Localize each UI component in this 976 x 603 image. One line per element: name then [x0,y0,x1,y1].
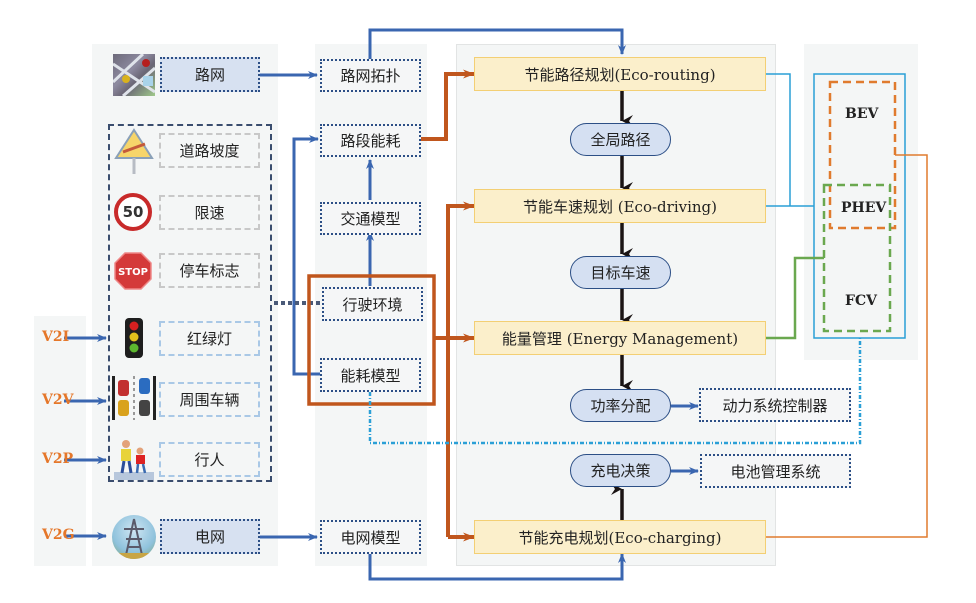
road-grade-node: 道路坡度 [159,133,260,168]
traffic-model-node: 交通模型 [320,202,421,235]
gridmodel-to-ecocharging [368,552,626,581]
bms-node: 电池管理系统 [700,454,851,488]
power-tower-icon [112,515,156,559]
ecorouting-to-vehicles [766,73,791,206]
segment-to-ecorouting [420,69,475,141]
energy-management-node: 能量管理 (Energy Management) [474,321,766,355]
v2i-label: V2I [42,329,70,345]
speed-limit-node: 限速 [159,195,260,230]
phev-label: PHEV [841,200,887,216]
traffic-light-node: 红绿灯 [159,321,260,356]
group-to-ecodriving [446,201,475,537]
road-network-node: 路网 [160,57,260,92]
surrounding-vehicles-icon [112,376,156,420]
stop-sign-text: STOP [118,267,148,278]
environment-sources-group [108,124,272,482]
surrounding-vehicles-node: 周围车辆 [159,382,260,417]
eco-routing-node: 节能路径规划(Eco-routing) [474,57,766,91]
v2v-label: V2V [42,392,74,408]
eco-charging-node: 节能充电规划(Eco-charging) [474,520,766,554]
v2x-panel [34,316,86,566]
v2p-label: V2P [42,451,74,467]
grid-model-node: 电网模型 [320,520,421,554]
target-speed-node: 目标车速 [570,256,671,289]
topology-to-ecorouting [368,28,626,61]
eco-driving-node: 节能车速规划 (Eco-driving) [474,189,766,223]
global-route-node: 全局路径 [570,123,671,156]
bev-label: BEV [845,106,879,122]
stop-sign-icon: STOP [114,252,152,290]
fcv-label: FCV [845,293,877,309]
powertrain-controller-node: 动力系统控制器 [699,388,851,422]
pedestrians-node: 行人 [159,442,260,477]
map-icon [113,54,155,96]
charge-decision-node: 充电决策 [570,454,671,487]
power-split-node: 功率分配 [570,389,671,422]
stop-sign-node: 停车标志 [159,253,260,288]
segment-energy-node: 路段能耗 [320,124,421,157]
bev-to-ecocharging [766,154,928,538]
speed-limit-sign-icon: 50 [114,193,152,231]
pedestrians-icon [112,438,156,482]
power-grid-node: 电网 [160,519,260,554]
energy-model-node: 能耗模型 [320,358,421,392]
v2g-label: V2G [42,527,75,543]
traffic-light-icon [122,316,146,360]
energymgmt-to-fcv [766,256,824,340]
road-grade-sign-icon [114,128,154,174]
road-topology-node: 路网拓扑 [320,59,421,92]
driving-environment-node: 行驶环境 [322,287,423,321]
